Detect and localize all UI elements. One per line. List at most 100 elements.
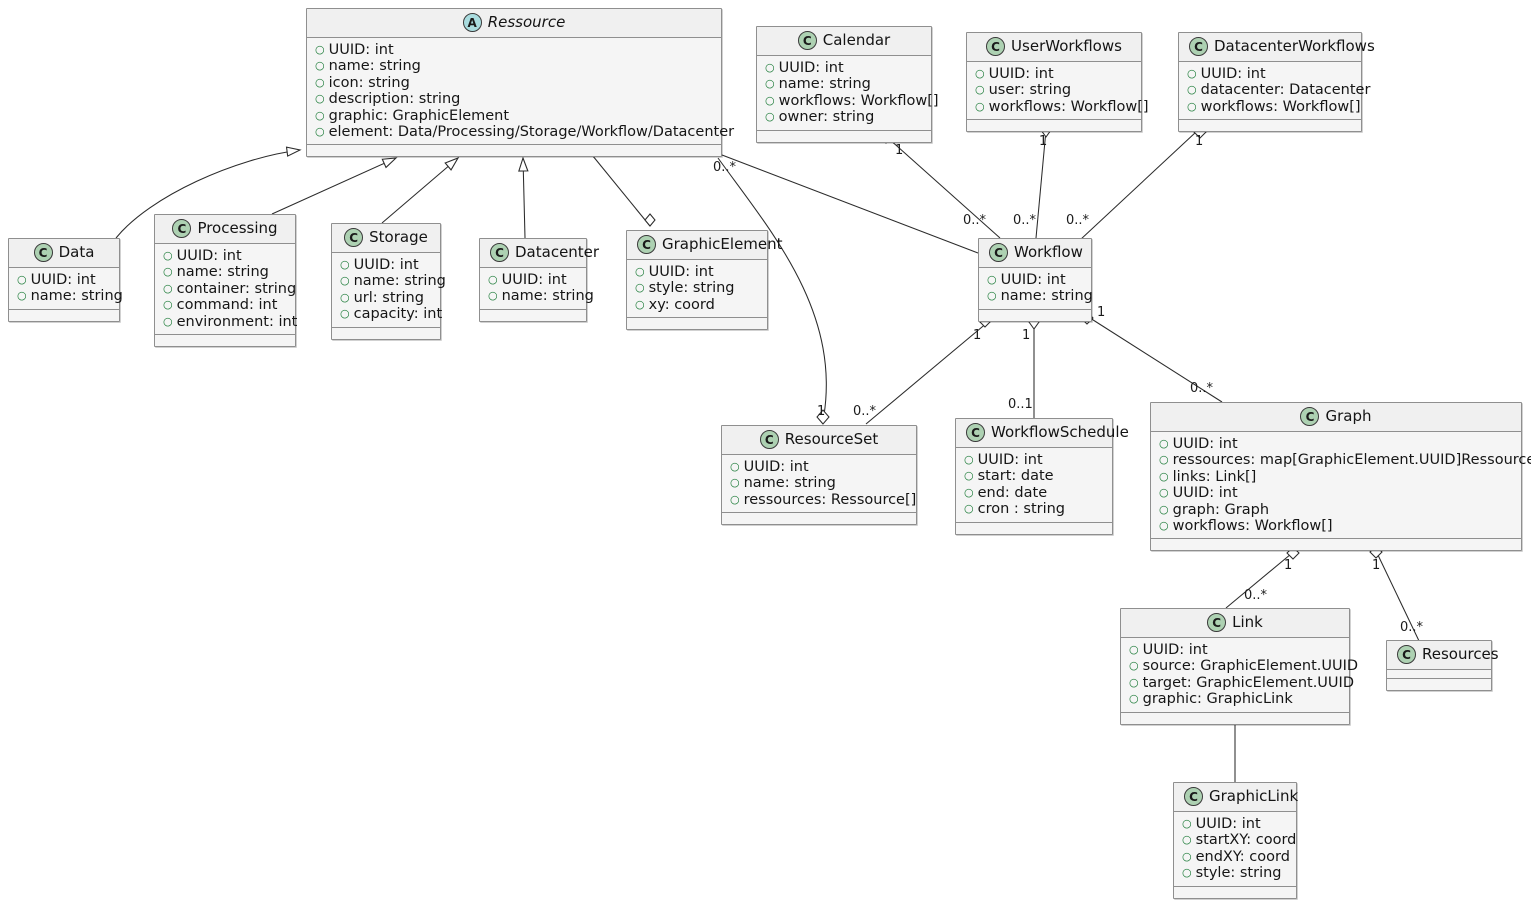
- visibility-public-icon: ○: [1187, 67, 1197, 80]
- visibility-public-icon: ○: [1159, 437, 1169, 450]
- class-icon: C: [986, 37, 1006, 56]
- class-attributes-graph: ○UUID: int○ressources: map[GraphicElemen…: [1151, 432, 1531, 540]
- multiplicity-label: 0..*: [853, 404, 877, 419]
- class-name-graphiclink: GraphicLink: [1209, 787, 1299, 805]
- class-methods-graphicelement: [627, 318, 767, 330]
- visibility-public-icon: ○: [340, 274, 350, 288]
- visibility-public-icon: ○: [17, 273, 27, 286]
- multiplicity-label: 1: [1372, 558, 1381, 573]
- class-attribute: ○UUID: int: [730, 459, 908, 475]
- attribute-text: workflows: Workflow[]: [1200, 98, 1361, 115]
- attribute-text: graphic: GraphicElement: [328, 107, 510, 124]
- class-name-resourceset: ResourceSet: [784, 430, 879, 448]
- class-attribute: ○startXY: coord: [1182, 832, 1296, 848]
- class-attribute: ○links: Link[]: [1159, 469, 1513, 485]
- abstract-class-icon: A: [462, 13, 482, 32]
- class-attribute: ○UUID: int: [987, 272, 1083, 288]
- class-attributes-processing: ○UUID: int○name: string○container: strin…: [155, 244, 297, 336]
- visibility-public-icon: ○: [315, 125, 325, 139]
- attribute-text: icon: string: [328, 74, 410, 91]
- attribute-text: UUID: int: [353, 257, 419, 273]
- class-name-graph: Graph: [1325, 407, 1372, 425]
- attribute-text: name: string: [176, 264, 269, 281]
- visibility-public-icon: ○: [975, 67, 985, 80]
- class-icon: C: [1207, 613, 1227, 632]
- visibility-public-icon: ○: [765, 110, 775, 124]
- class-methods-graphiclink: [1174, 886, 1296, 898]
- attribute-text: workflows: Workflow[]: [988, 98, 1149, 115]
- multiplicity-label: 0..*: [1400, 620, 1424, 635]
- visibility-public-icon: ○: [1129, 675, 1139, 689]
- class-name-datacenter: Datacenter: [515, 243, 600, 261]
- class-methods-workflow: [979, 309, 1091, 321]
- class-attribute: ○graphic: GraphicElement: [315, 108, 713, 124]
- attribute-text: graph: Graph: [1172, 501, 1270, 518]
- attribute-text: target: GraphicElement.UUID: [1142, 674, 1354, 691]
- class-methods-userworkflows: [967, 120, 1141, 132]
- class-methods-workflowschedule: [956, 522, 1112, 534]
- visibility-public-icon: ○: [340, 258, 350, 271]
- class-attribute: ○name: string: [163, 264, 287, 280]
- class-attribute: ○UUID: int: [488, 272, 578, 288]
- visibility-public-icon: ○: [730, 476, 740, 490]
- attribute-text: UUID: int: [988, 66, 1054, 82]
- visibility-public-icon: ○: [987, 273, 997, 286]
- attribute-text: UUID: int: [648, 264, 714, 280]
- multiplicity-label: 1: [1097, 305, 1106, 320]
- attribute-text: xy: coord: [648, 296, 715, 313]
- edge-processing-ressource: [271, 157, 398, 215]
- class-attribute: ○UUID: int: [964, 452, 1104, 468]
- visibility-public-icon: ○: [163, 265, 173, 279]
- attribute-text: datacenter: Datacenter: [1200, 82, 1371, 99]
- attribute-text: UUID: int: [1172, 485, 1238, 502]
- multiplicity-label: 1: [1022, 328, 1031, 343]
- multiplicity-label: 0..*: [963, 213, 987, 228]
- attribute-text: workflows: Workflow[]: [778, 92, 939, 109]
- class-attributes-storage: ○UUID: int○name: string○url: string○capa…: [332, 253, 446, 328]
- edge-ressource-graphicelement: [587, 149, 651, 227]
- class-attribute: ○name: string: [987, 288, 1093, 304]
- attribute-text: UUID: int: [778, 60, 844, 76]
- multiplicity-label: 0..*: [713, 160, 737, 175]
- visibility-public-icon: ○: [635, 265, 645, 278]
- class-attribute: ○command: int: [163, 297, 287, 313]
- visibility-public-icon: ○: [1182, 817, 1192, 830]
- class-icon: C: [637, 235, 656, 254]
- class-attribute: ○UUID: int: [1159, 436, 1513, 452]
- class-icon: C: [1184, 787, 1203, 806]
- class-attribute: ○target: GraphicElement.UUID: [1129, 675, 1354, 691]
- class-attribute: ○name: string: [17, 288, 123, 304]
- class-icon: C: [1300, 407, 1320, 426]
- visibility-public-icon: ○: [1182, 849, 1192, 863]
- multiplicity-label: 0..1: [1008, 397, 1033, 412]
- visibility-public-icon: ○: [964, 502, 974, 516]
- class-attributes-resources: [1387, 670, 1491, 679]
- class-attribute: ○workflows: Workflow[]: [975, 99, 1149, 115]
- class-attribute: ○environment: int: [163, 314, 297, 330]
